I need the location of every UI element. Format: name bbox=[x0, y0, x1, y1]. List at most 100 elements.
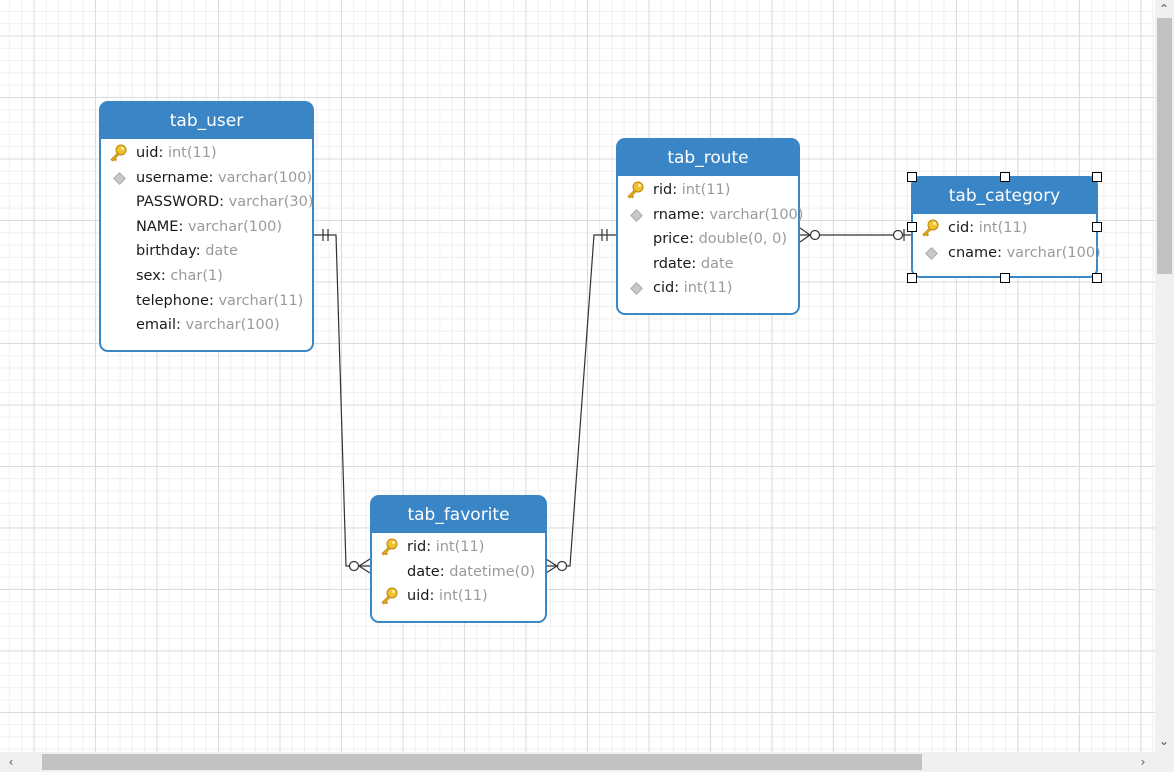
entity-title: tab_favorite bbox=[371, 496, 546, 533]
scroll-up-arrow-icon[interactable]: ⌃ bbox=[1158, 2, 1170, 16]
column-separator: : bbox=[176, 317, 186, 334]
column-separator: : bbox=[426, 539, 436, 555]
column-type: char(1) bbox=[170, 267, 223, 284]
resize-handle-w[interactable] bbox=[907, 222, 917, 232]
column-list: uid: int(11) username: varchar(100) PASS… bbox=[101, 139, 314, 338]
column-separator: : bbox=[674, 280, 684, 297]
diagram-canvas[interactable]: tab_user uid: int(11) username: varchar(… bbox=[0, 0, 1155, 752]
horizontal-scroll-thumb[interactable] bbox=[42, 754, 922, 770]
column-row[interactable]: sex: char(1) bbox=[101, 264, 312, 289]
horizontal-scrollbar[interactable]: ‹ › bbox=[0, 752, 1155, 772]
column-name: PASSWORD bbox=[136, 194, 220, 211]
column-type: varchar(100) bbox=[218, 169, 313, 186]
column-type: date bbox=[700, 255, 734, 272]
vertical-scroll-thumb[interactable] bbox=[1157, 18, 1172, 274]
column-separator: : bbox=[439, 563, 450, 580]
column-row[interactable]: cname: varchar(100) bbox=[913, 241, 1101, 266]
scroll-down-arrow-icon[interactable]: ⌄ bbox=[1158, 734, 1170, 748]
column-row[interactable]: NAME: varchar(100) bbox=[101, 215, 312, 240]
column-type: int(11) bbox=[683, 280, 733, 297]
scroll-left-arrow-icon[interactable]: ‹ bbox=[8, 755, 14, 769]
resize-handle-nw[interactable] bbox=[907, 172, 917, 182]
column-separator: : bbox=[160, 267, 171, 284]
column-name: rname bbox=[653, 206, 700, 223]
column-name: sex bbox=[136, 267, 161, 284]
scroll-right-arrow-icon[interactable]: › bbox=[1140, 755, 1146, 769]
column-type: datetime(0) bbox=[449, 563, 536, 580]
column-row[interactable]: PASSWORD: varchar(30) bbox=[101, 190, 314, 215]
column-type: varchar(100) bbox=[709, 206, 804, 223]
column-type: varchar(30) bbox=[228, 194, 314, 211]
column-name: date bbox=[407, 563, 440, 580]
index-diamond-icon bbox=[630, 282, 643, 296]
resize-handle-sw[interactable] bbox=[907, 273, 917, 283]
column-name: email bbox=[136, 317, 176, 334]
column-name: price bbox=[653, 231, 690, 248]
column-type: int(11) bbox=[435, 539, 485, 555]
entity-tab-route[interactable]: tab_route rid: int(11) rname: varchar(10… bbox=[616, 138, 803, 315]
column-name: birthday bbox=[136, 243, 196, 260]
column-separator: : bbox=[195, 243, 206, 260]
column-list: cid: int(11) cname: varchar(100) bbox=[913, 214, 1101, 266]
column-type: int(11) bbox=[167, 145, 217, 161]
scrollbar-corner bbox=[1155, 752, 1174, 772]
key-icon bbox=[108, 144, 128, 162]
column-separator: : bbox=[699, 206, 710, 223]
entity-tab-category[interactable]: tab_category cid: int(11) cname: varchar… bbox=[911, 176, 1101, 278]
key-icon bbox=[625, 181, 645, 199]
column-row[interactable]: telephone: varchar(11) bbox=[101, 289, 312, 314]
column-type: int(11) bbox=[438, 588, 488, 605]
entity-tab-favorite[interactable]: tab_favorite rid: int(11) date: datetime… bbox=[370, 495, 547, 623]
column-row[interactable]: rid: int(11) bbox=[372, 535, 545, 560]
column-separator: : bbox=[969, 220, 979, 236]
resize-handle-s[interactable] bbox=[1000, 273, 1010, 283]
key-icon bbox=[920, 219, 940, 237]
column-separator: : bbox=[429, 588, 439, 605]
column-row[interactable]: email: varchar(100) bbox=[101, 313, 312, 338]
column-separator: : bbox=[208, 169, 218, 186]
column-separator: : bbox=[219, 194, 229, 211]
column-row[interactable]: username: varchar(100) bbox=[101, 166, 312, 191]
column-row[interactable]: cid: int(11) bbox=[618, 276, 798, 301]
column-name: telephone bbox=[136, 292, 209, 309]
key-icon bbox=[379, 587, 399, 605]
column-type: double(0, 0) bbox=[698, 231, 787, 248]
relation-user-favorite bbox=[314, 234, 370, 567]
entity-title: tab_route bbox=[617, 139, 799, 176]
index-diamond-icon bbox=[630, 208, 643, 222]
column-type: varchar(100) bbox=[187, 218, 283, 235]
column-type: int(11) bbox=[681, 182, 731, 198]
column-row[interactable]: price: double(0, 0) bbox=[618, 227, 798, 252]
column-name: rid bbox=[653, 182, 673, 198]
entity-title: tab_user bbox=[100, 102, 313, 139]
index-diamond-icon bbox=[925, 246, 938, 260]
column-name: cname bbox=[948, 244, 998, 261]
column-row[interactable]: rdate: date bbox=[618, 252, 798, 277]
column-list: rid: int(11) date: datetime(0) uid: int(… bbox=[372, 533, 545, 609]
column-row[interactable]: uid: int(11) bbox=[372, 584, 545, 609]
column-type: varchar(100) bbox=[1006, 244, 1101, 261]
column-row[interactable]: rid: int(11) bbox=[618, 178, 798, 203]
column-row[interactable]: rname: varchar(100) bbox=[618, 203, 803, 228]
entity-title: tab_category bbox=[912, 177, 1097, 214]
entity-tab-user[interactable]: tab_user uid: int(11) username: varchar(… bbox=[99, 101, 314, 352]
column-row[interactable]: date: datetime(0) bbox=[372, 560, 545, 585]
relation-lines bbox=[314, 227, 911, 574]
resize-handle-n[interactable] bbox=[1000, 172, 1010, 182]
column-row[interactable]: birthday: date bbox=[101, 239, 312, 264]
resize-handle-se[interactable] bbox=[1092, 273, 1102, 283]
column-row[interactable]: cid: int(11) bbox=[913, 216, 1096, 241]
column-separator: : bbox=[672, 182, 682, 198]
column-name: NAME bbox=[136, 218, 179, 235]
index-diamond-icon bbox=[113, 171, 126, 185]
column-type: varchar(100) bbox=[185, 317, 280, 334]
column-separator: : bbox=[997, 244, 1007, 261]
key-icon bbox=[379, 538, 399, 556]
column-name: rdate bbox=[653, 255, 692, 272]
column-name: uid bbox=[407, 588, 430, 605]
column-row[interactable]: uid: int(11) bbox=[101, 141, 312, 166]
resize-handle-e[interactable] bbox=[1092, 222, 1102, 232]
resize-handle-ne[interactable] bbox=[1092, 172, 1102, 182]
column-type: varchar(11) bbox=[218, 292, 304, 309]
vertical-scrollbar[interactable]: ⌃ ⌄ bbox=[1155, 0, 1174, 752]
